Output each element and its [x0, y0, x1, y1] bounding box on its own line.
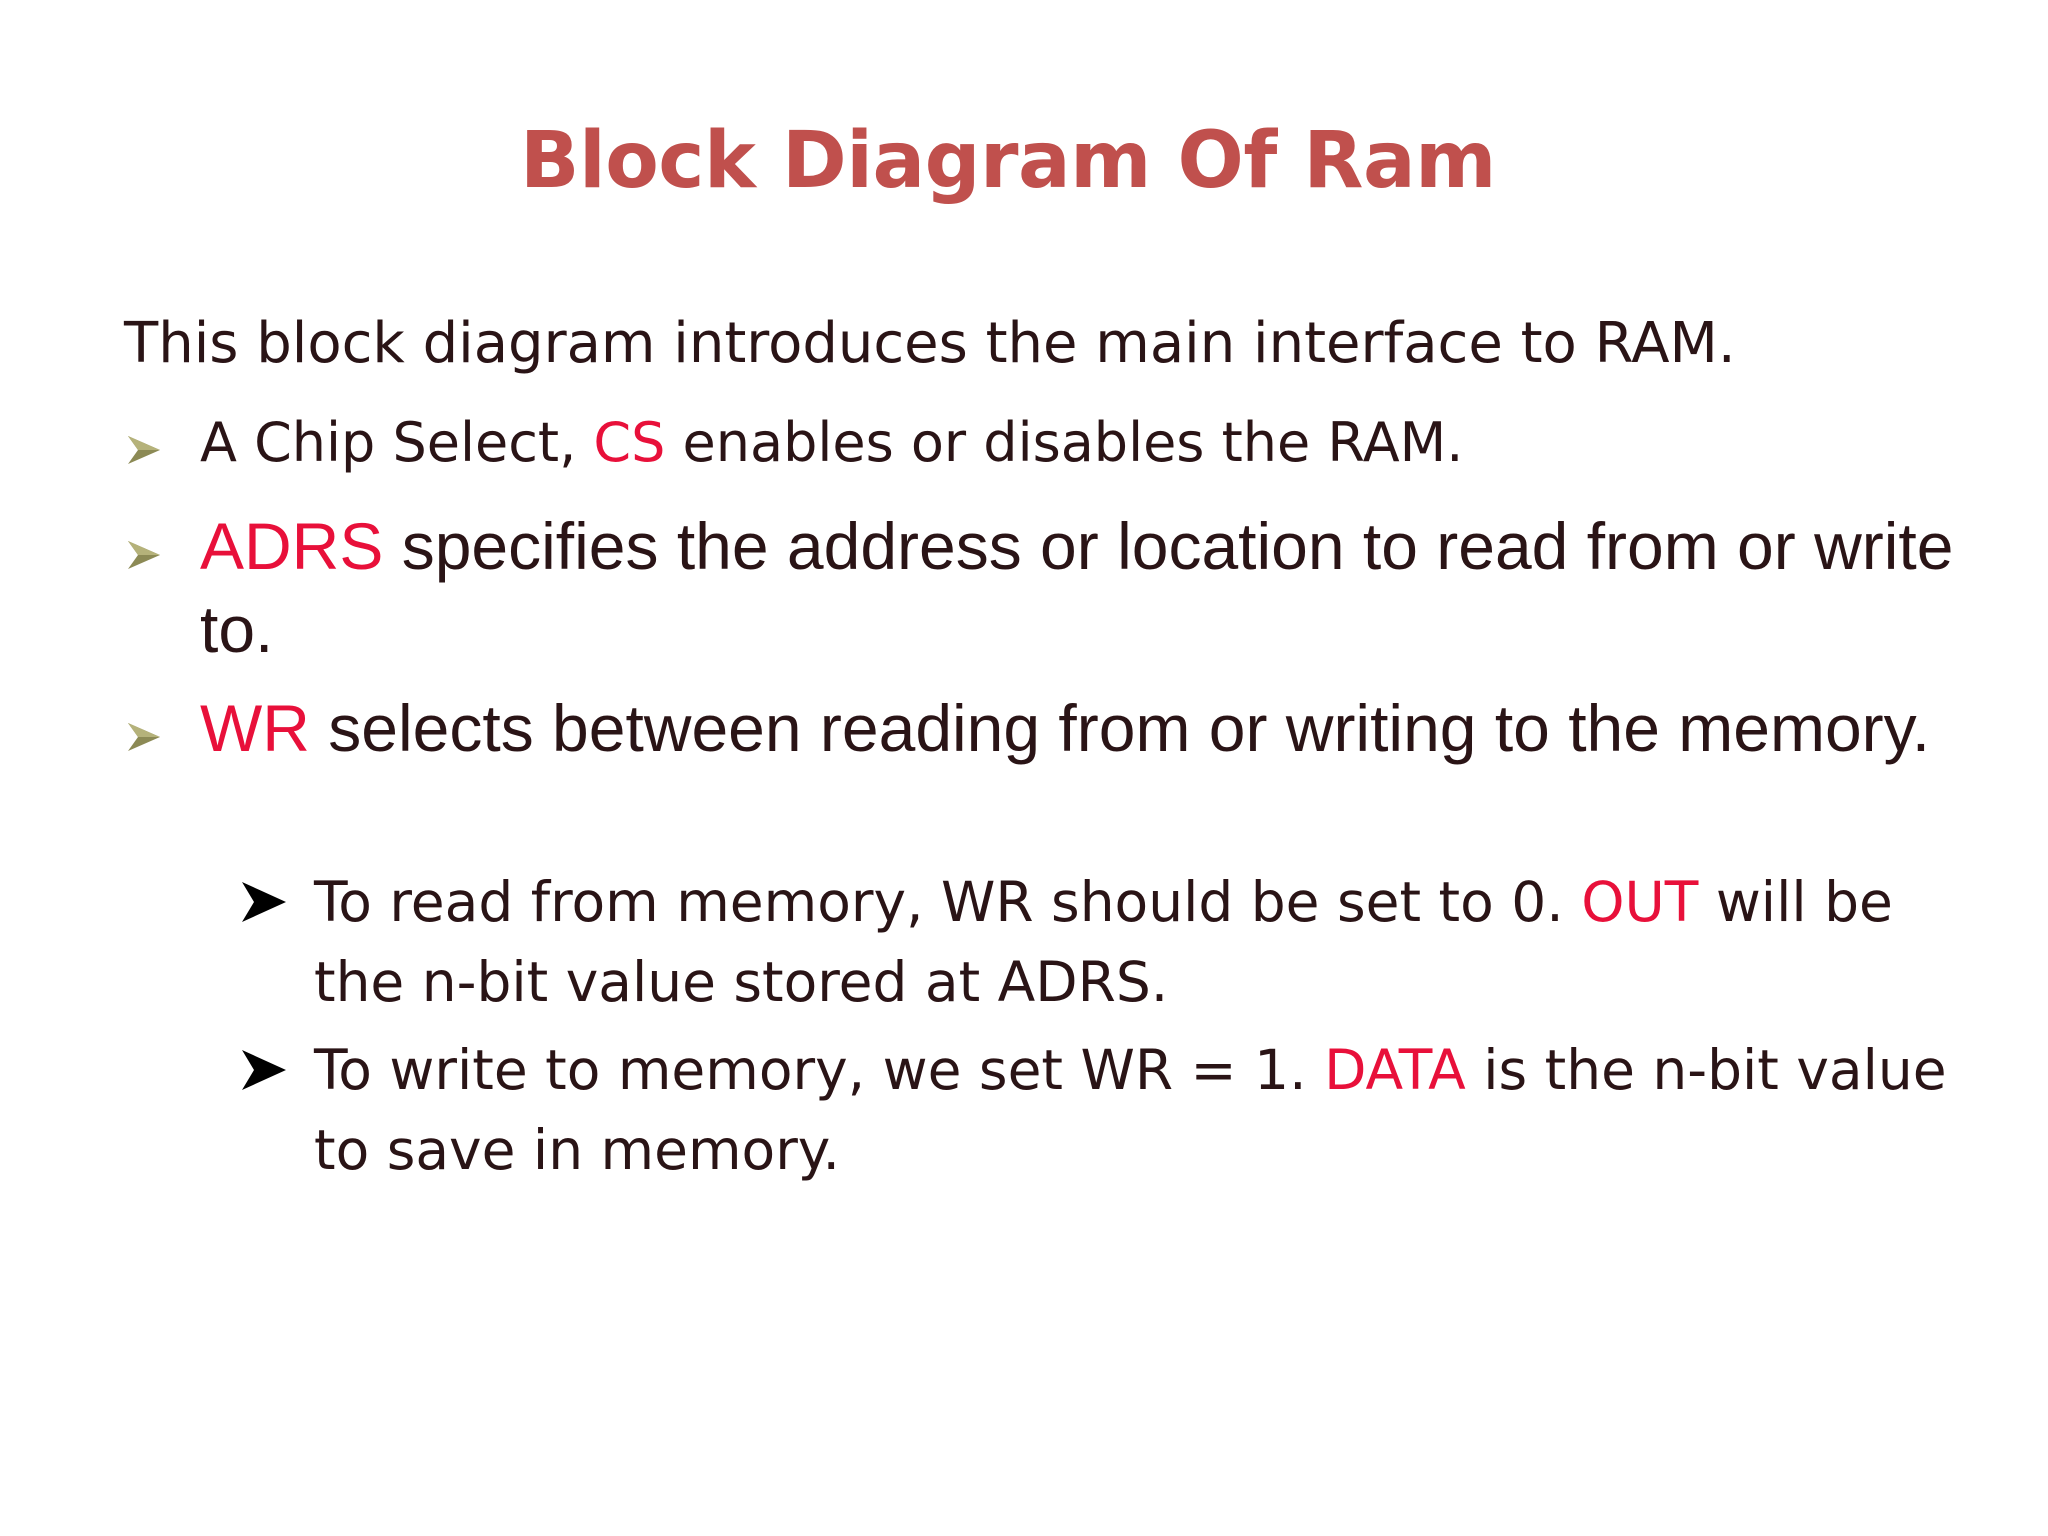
arrowhead-bullet-icon	[128, 436, 160, 464]
bullet-text-before: A Chip Select,	[200, 411, 594, 474]
sub-bullet-text-after: will be the n-bit value stored at ADRS.	[314, 870, 1893, 1014]
bullet-text-after: enables or disables the RAM.	[665, 411, 1464, 474]
bullet-text-after: specifies the address or location to rea…	[200, 509, 1954, 666]
slide-title: Block Diagram Of Ram	[520, 116, 1496, 206]
sub-bullet-text-before: To read from memory, WR should be set to…	[314, 870, 1582, 934]
bullet-text-after: selects between reading from or writing …	[309, 691, 1931, 765]
bullet-text: ADRS specifies the address or location t…	[200, 505, 1960, 671]
highlight-term: OUT	[1581, 870, 1699, 934]
bullet-text: A Chip Select, CS enables or disables th…	[200, 410, 1960, 476]
sub-bullet-text-before: To write to memory, we set WR = 1.	[314, 1038, 1325, 1102]
arrowhead-bullet-icon	[128, 541, 160, 569]
arrowhead-bullet-icon	[128, 723, 160, 751]
filled-arrow-bullet-icon	[242, 1050, 286, 1090]
intro-text: This block diagram introduces the main i…	[124, 311, 1736, 376]
sub-bullet-text-after: is the n-bit value to save in memory.	[314, 1038, 1947, 1182]
bullet-text: WR selects between reading from or writi…	[200, 687, 1960, 770]
highlight-term: ADRS	[200, 509, 384, 583]
highlight-term: CS	[593, 411, 666, 474]
filled-arrow-bullet-icon	[242, 882, 286, 922]
sub-bullet-text: To write to memory, we set WR = 1. DATA …	[314, 1030, 1994, 1190]
highlight-term: DATA	[1324, 1038, 1466, 1102]
sub-bullet-text: To read from memory, WR should be set to…	[314, 862, 1994, 1022]
highlight-term: WR	[200, 691, 310, 765]
